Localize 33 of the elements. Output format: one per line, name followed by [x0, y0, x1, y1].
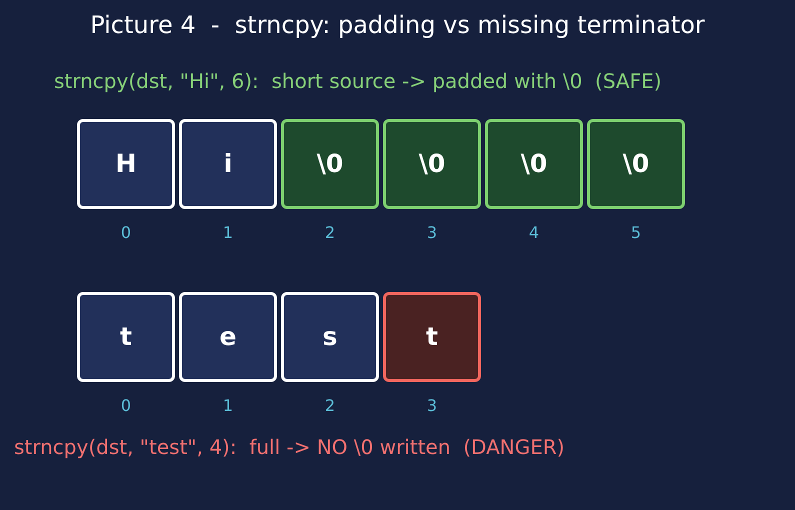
char-cell: [281, 292, 379, 382]
cell-char: s: [322, 322, 338, 352]
null-padding-cell: [587, 119, 685, 209]
cell-char: \0: [316, 149, 344, 179]
index-label: 0: [120, 223, 132, 243]
index-label: 3: [426, 396, 438, 416]
cell-char: H: [116, 149, 136, 179]
null-padding-cell: [485, 119, 583, 209]
null-padding-cell: [281, 119, 379, 209]
cell-char: t: [120, 322, 132, 352]
danger-call-caption: strncpy(dst, "test", 4): full -> NO \0 written (DANGER): [14, 434, 565, 460]
cell-char: e: [220, 322, 236, 352]
index-label: 2: [324, 396, 336, 416]
index-label: 1: [222, 396, 234, 416]
char-cell: [179, 119, 277, 209]
index-label: 0: [120, 396, 132, 416]
cell-char: \0: [622, 149, 650, 179]
index-label: 2: [324, 223, 336, 243]
overflow-char-cell: [383, 292, 481, 382]
char-cell: [179, 292, 277, 382]
char-cell: [77, 119, 175, 209]
index-label: 5: [630, 223, 642, 243]
index-label: 3: [426, 223, 438, 243]
cell-char: \0: [520, 149, 548, 179]
diagram-title: Picture 4 - strncpy: padding vs missing terminator: [89, 10, 706, 41]
safe-call-caption: strncpy(dst, "Hi", 6): short source -> padded with \0 (SAFE): [54, 68, 662, 94]
cell-char: i: [224, 149, 232, 179]
cell-char: t: [426, 322, 438, 352]
index-label: 4: [528, 223, 540, 243]
null-padding-cell: [383, 119, 481, 209]
char-cell: [77, 292, 175, 382]
index-label: 1: [222, 223, 234, 243]
cell-char: \0: [418, 149, 446, 179]
